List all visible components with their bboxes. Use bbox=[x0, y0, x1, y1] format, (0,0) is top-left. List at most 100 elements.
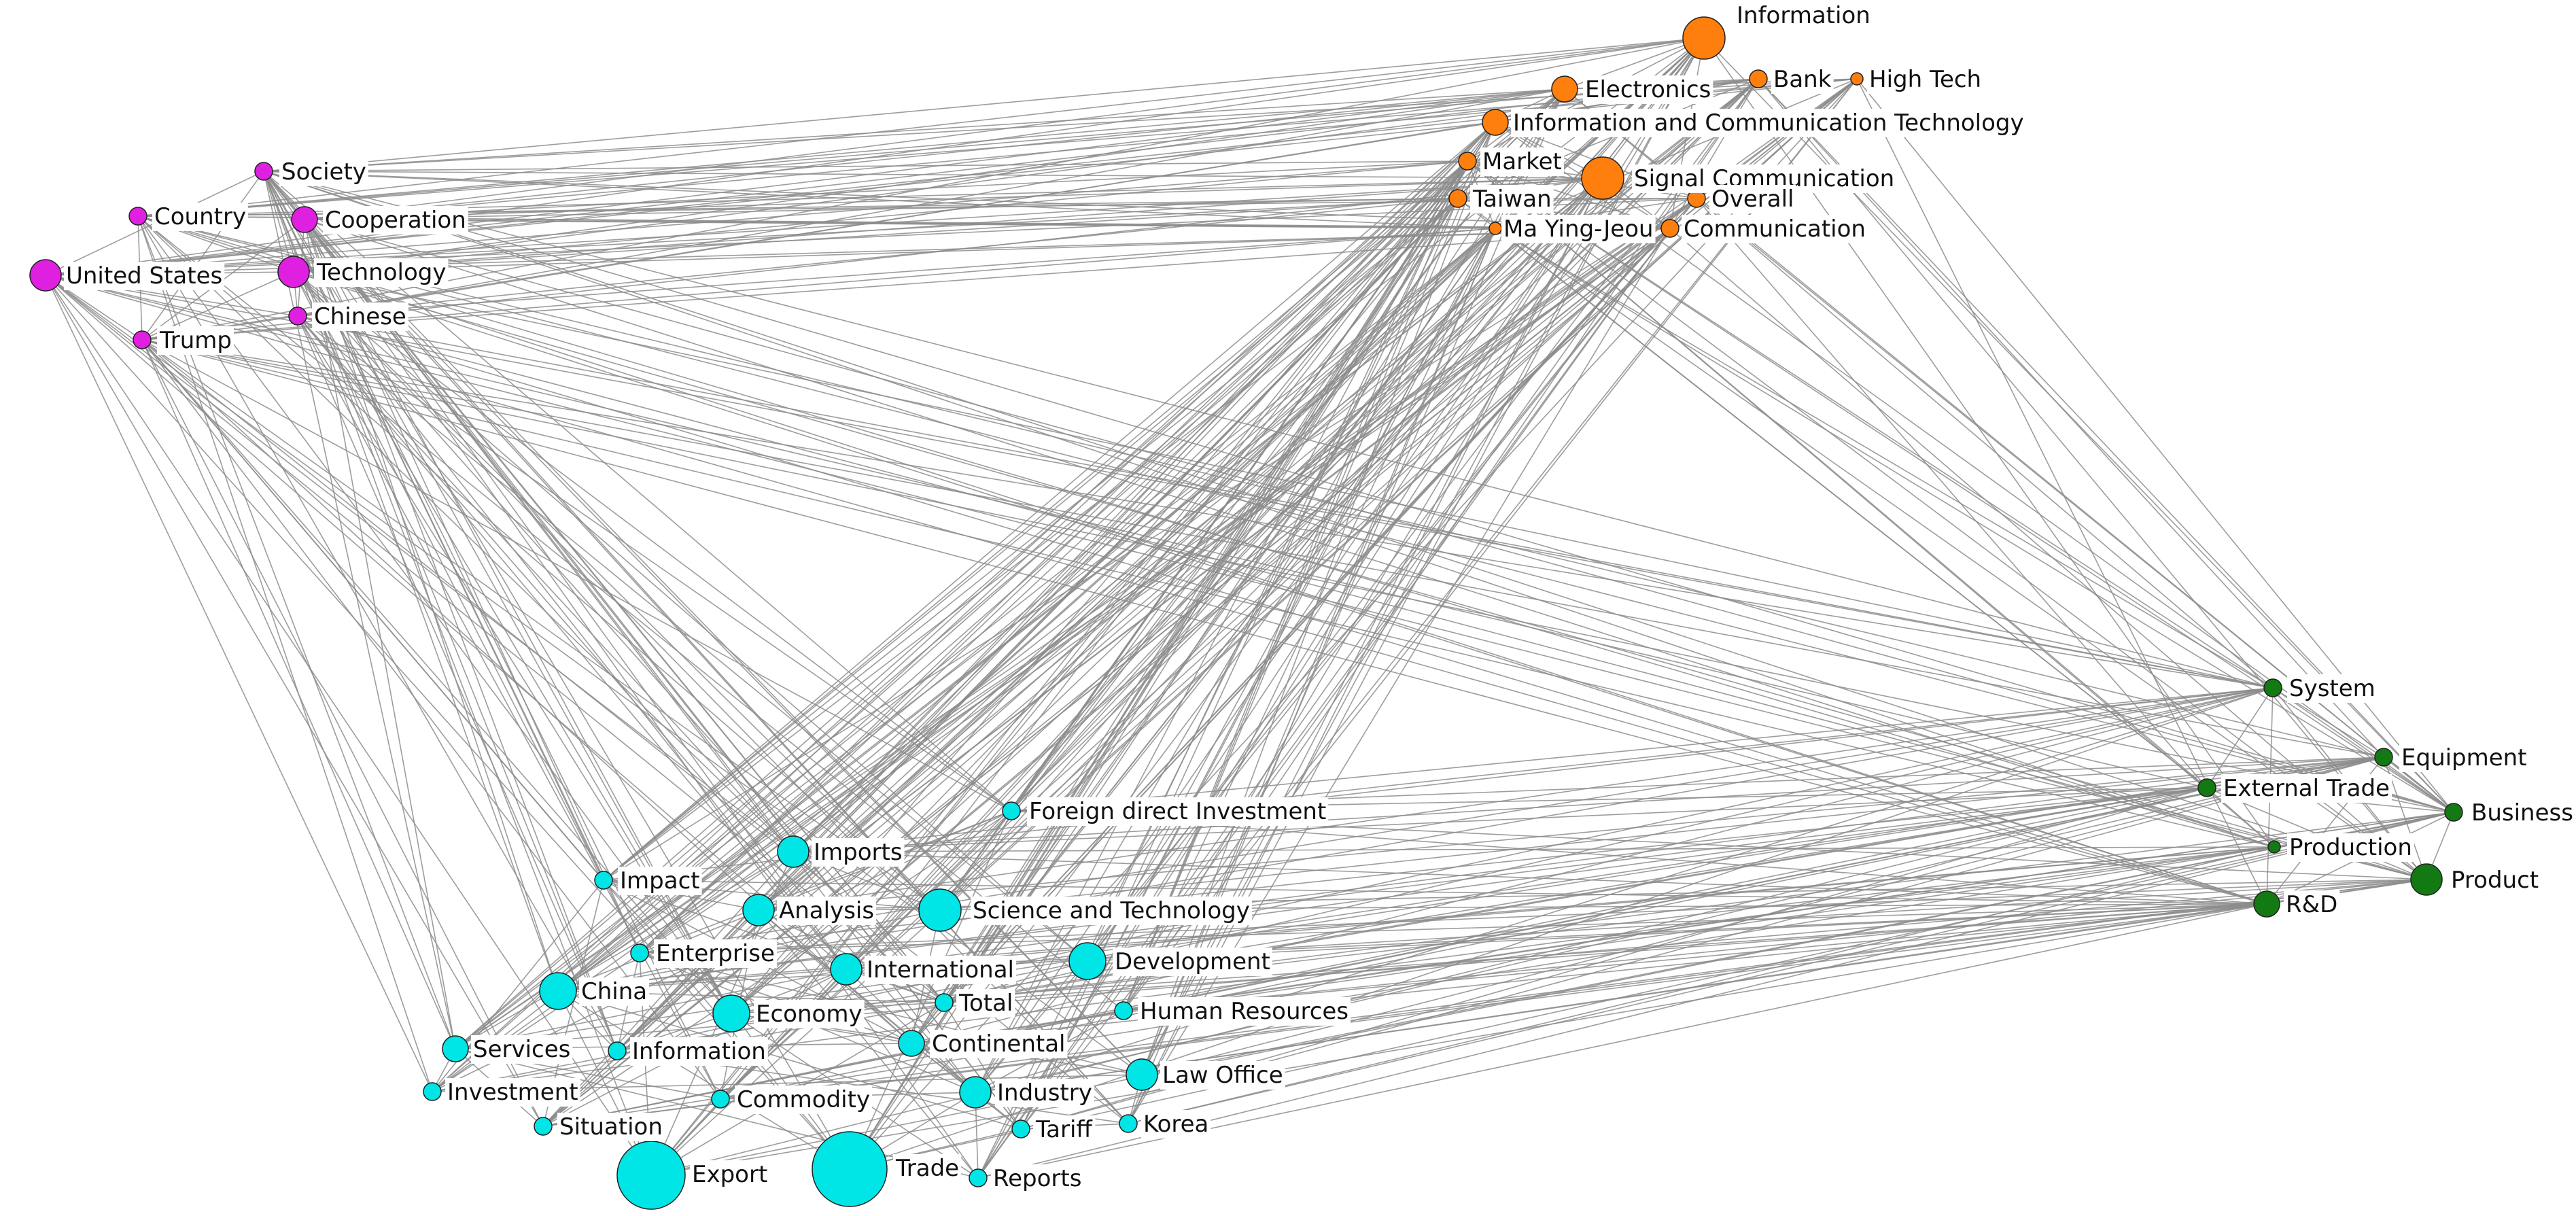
node-label: Taiwan bbox=[1472, 186, 1552, 213]
node-human-resources bbox=[1114, 1001, 1133, 1020]
node-market bbox=[1458, 152, 1477, 171]
node-label: Trump bbox=[159, 327, 232, 354]
node-label: R&D bbox=[2286, 891, 2337, 918]
label-background bbox=[1709, 185, 1796, 213]
node-production bbox=[2267, 840, 2281, 854]
label-background bbox=[1583, 75, 1713, 104]
node-label: Total bbox=[958, 990, 1013, 1017]
edge bbox=[1123, 879, 2427, 1011]
node-label: Chinese bbox=[314, 303, 406, 330]
edge bbox=[1087, 177, 1603, 962]
node-development bbox=[1068, 942, 1107, 980]
label-background bbox=[1511, 109, 2026, 137]
node-label: Commodity bbox=[737, 1086, 870, 1113]
edge bbox=[2383, 757, 2454, 813]
edge bbox=[293, 271, 847, 970]
edge bbox=[297, 315, 721, 1100]
edge bbox=[603, 880, 2267, 905]
edge bbox=[45, 275, 945, 1003]
edge bbox=[45, 275, 850, 1170]
edge bbox=[542, 787, 2208, 1127]
label-background bbox=[1113, 948, 1272, 976]
edge bbox=[758, 687, 2274, 911]
edge bbox=[293, 271, 2427, 880]
node-enterprise bbox=[630, 943, 649, 962]
edge bbox=[293, 271, 941, 911]
node-label: Bank bbox=[1773, 66, 1832, 93]
edge bbox=[557, 787, 2208, 992]
edge bbox=[297, 315, 794, 852]
edge bbox=[1758, 78, 2427, 880]
edge bbox=[603, 122, 1496, 881]
edge bbox=[263, 171, 1603, 179]
label-background bbox=[314, 258, 449, 287]
node-services bbox=[442, 1035, 469, 1062]
node-foreign-direct-investment bbox=[1002, 801, 1021, 820]
edge bbox=[846, 228, 1671, 970]
edge bbox=[263, 171, 2427, 880]
node-ma-ying-jeou bbox=[1489, 222, 1502, 235]
label-background bbox=[157, 326, 234, 355]
edge bbox=[557, 687, 2274, 992]
label-background bbox=[930, 1030, 1068, 1058]
label-background bbox=[812, 838, 905, 867]
node-information bbox=[1682, 16, 1726, 60]
edge bbox=[650, 812, 2454, 1176]
edge bbox=[45, 275, 2208, 788]
edge bbox=[263, 171, 2274, 689]
edge bbox=[849, 810, 1012, 1170]
edge bbox=[304, 219, 1143, 1075]
edge bbox=[141, 339, 1012, 812]
edge bbox=[263, 88, 1565, 172]
node-signal-communication bbox=[1581, 156, 1624, 200]
edge bbox=[1123, 903, 2267, 1011]
edge bbox=[137, 78, 1759, 217]
node-reports bbox=[969, 1168, 988, 1187]
edge bbox=[263, 160, 1468, 172]
node-export bbox=[616, 1141, 686, 1210]
edge bbox=[455, 177, 1603, 1049]
node-commodity bbox=[711, 1090, 730, 1109]
edge bbox=[304, 219, 456, 1049]
label-background bbox=[777, 897, 877, 925]
edge bbox=[455, 228, 1671, 1049]
label-background bbox=[1470, 185, 1554, 213]
edge bbox=[297, 228, 1496, 317]
edge bbox=[1467, 160, 2427, 880]
label-background bbox=[1160, 1061, 1285, 1090]
edge bbox=[141, 339, 732, 1014]
node-label: Production bbox=[2289, 834, 2412, 861]
edge bbox=[137, 215, 1124, 1011]
node-label: External Trade bbox=[2223, 775, 2390, 802]
node-label: Information and Communication Technology bbox=[1513, 109, 2024, 137]
node-label: Science and Technology bbox=[973, 897, 1250, 924]
edge bbox=[141, 171, 264, 341]
label-background bbox=[630, 1037, 768, 1066]
edge bbox=[293, 177, 1603, 273]
node-bank bbox=[1749, 69, 1768, 88]
label-background bbox=[1682, 215, 1868, 243]
edge bbox=[542, 757, 2384, 1127]
edge bbox=[731, 177, 1603, 1014]
label-background bbox=[2449, 866, 2541, 894]
edge bbox=[263, 171, 1671, 229]
node-label: System bbox=[2289, 675, 2375, 702]
edge bbox=[45, 78, 1759, 276]
edge bbox=[639, 952, 912, 1044]
label-background bbox=[654, 939, 777, 968]
edge bbox=[1011, 687, 2274, 812]
node-label: Investment bbox=[447, 1079, 578, 1106]
edge bbox=[2206, 687, 2274, 788]
edge bbox=[137, 88, 1565, 217]
label-background bbox=[1141, 1110, 1211, 1139]
edge bbox=[297, 315, 732, 1014]
edge bbox=[293, 271, 2274, 689]
edge bbox=[304, 88, 1565, 220]
node-united-states bbox=[29, 259, 62, 292]
edge bbox=[45, 275, 544, 1127]
edge bbox=[603, 198, 1697, 881]
edge bbox=[137, 215, 794, 852]
edge bbox=[1020, 88, 1565, 1130]
edge bbox=[639, 879, 2427, 954]
